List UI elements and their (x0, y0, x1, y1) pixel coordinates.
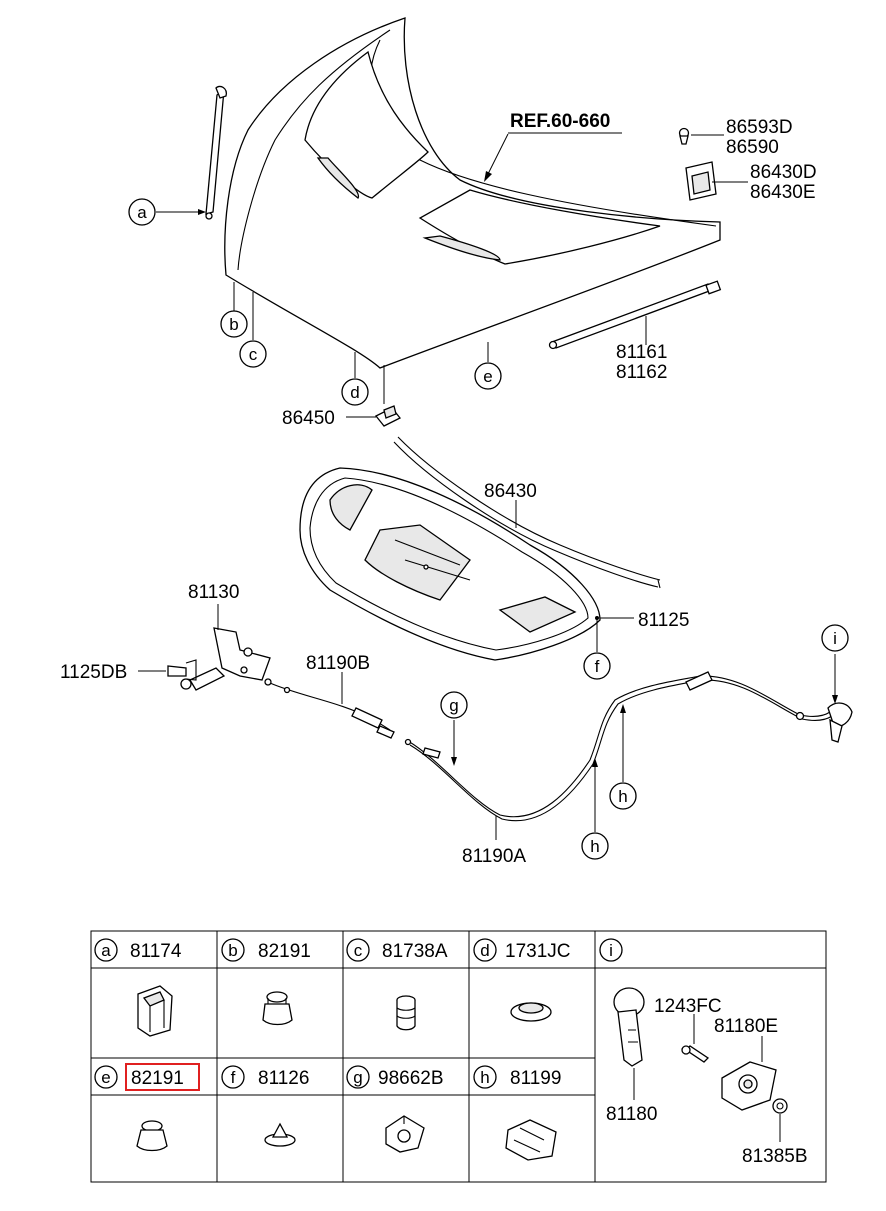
svg-text:d: d (480, 941, 489, 960)
i-part-1243FC: 1243FC (654, 996, 722, 1017)
callout-letter-i: i (833, 629, 837, 648)
svg-text:g: g (353, 1068, 362, 1087)
letter-callouts: a b c d e f g h h i (128, 198, 849, 860)
part-label-81162: 81162 (616, 362, 667, 383)
callout-letter-d: d (350, 383, 359, 402)
table-part-82191-e: 82191 (131, 1068, 184, 1089)
part-label-81130: 81130 (188, 582, 239, 603)
callout-letter-a: a (137, 203, 147, 222)
svg-text:i: i (609, 941, 613, 960)
svg-text:h: h (480, 1068, 489, 1087)
hood-panel (224, 17, 721, 369)
illustration-1731JC-grommet (510, 1002, 552, 1022)
callout-circle-a (128, 198, 156, 226)
cable-81190A (404, 671, 833, 822)
table-cell-e: e 82191 (94, 1063, 200, 1091)
callout-circle-h-left (581, 832, 609, 860)
part-label-81190B: 81190B (306, 653, 370, 674)
illustration-release-lever (613, 987, 645, 1067)
leader-lines (138, 132, 838, 840)
table-cell-g: g 98662B (346, 1065, 444, 1089)
svg-text:e: e (101, 1068, 110, 1087)
illustration-82191-bumper (262, 991, 293, 1026)
callout-circle-g (440, 691, 468, 719)
cable-81190B (264, 678, 395, 739)
table-cell-c: c 81738A (346, 938, 448, 962)
hood-bumper-86450 (374, 405, 402, 427)
callout-letter-h-right: h (618, 787, 627, 806)
illustration-bolt-1243FC (681, 1045, 710, 1063)
table-cell-a: a 81174 (94, 938, 182, 962)
illustration-81174-clip (137, 985, 173, 1037)
weatherstrip (393, 436, 661, 589)
table-part-81126: 81126 (258, 1068, 309, 1089)
i-part-81180: 81180 (606, 1104, 657, 1125)
part-label-86593D: 86593D (726, 117, 793, 138)
table-part-98662B: 98662B (378, 1068, 444, 1089)
part-label-81190A: 81190A (462, 846, 526, 867)
callout-letter-e: e (483, 367, 492, 386)
callout-circle-c (239, 340, 267, 368)
table-part-81174: 81174 (130, 941, 182, 962)
callout-letter-f: f (595, 657, 600, 676)
i-part-81385B: 81385B (742, 1146, 808, 1167)
hood-bumper-86430D (685, 161, 717, 201)
callout-letter-h-left: h (590, 837, 599, 856)
svg-text:b: b (228, 941, 237, 960)
table-part-1731JC: 1731JC (505, 941, 571, 962)
table-cell-d: d 1731JC (473, 938, 571, 962)
hood-latch (167, 627, 271, 691)
hood-clip-86593D (678, 127, 690, 145)
part-label-86430D: 86430D (750, 162, 817, 183)
callout-circle-f (583, 652, 611, 680)
illustration-housing-81180E (721, 1061, 777, 1111)
illustration-nut-81385B (772, 1098, 788, 1114)
part-label-86450: 86450 (282, 408, 335, 429)
i-cell-leaders (633, 1014, 781, 1142)
part-label-1125DB: 1125DB (60, 662, 127, 683)
callout-letter-g: g (449, 696, 458, 715)
callout-letter-b: b (229, 315, 238, 334)
callout-circle-d (341, 378, 369, 406)
illustration-81738A (396, 995, 416, 1031)
table-part-82191-b: 82191 (258, 941, 311, 962)
table-cell-i: i (599, 938, 623, 962)
hood-stay-rod (205, 85, 227, 220)
callout-circle-e (474, 362, 502, 390)
table-cell-b: b 82191 (221, 938, 311, 962)
callout-circle-h-right (609, 782, 637, 810)
table-part-81738A: 81738A (382, 941, 448, 962)
highlight-box (125, 1063, 200, 1091)
part-label-81161: 81161 (616, 342, 667, 363)
release-handle (827, 702, 853, 743)
gas-strut (548, 280, 722, 350)
parts-table (90, 930, 827, 1183)
callout-circle-i (821, 624, 849, 652)
illustration-98662B-clip (385, 1115, 425, 1153)
part-label-81125: 81125 (638, 610, 689, 631)
svg-text:a: a (101, 941, 111, 960)
svg-text:c: c (354, 941, 363, 960)
part-label-86590: 86590 (726, 137, 779, 158)
illustration-81199-holder (505, 1119, 557, 1161)
table-cell-h: h 81199 (473, 1065, 561, 1089)
hood-insulator (299, 467, 601, 661)
illustration-82191-bumper-e (136, 1120, 168, 1152)
part-label-86430E: 86430E (750, 182, 816, 203)
callout-circle-b (220, 310, 248, 338)
i-part-81180E: 81180E (714, 1016, 778, 1037)
callout-letter-c: c (249, 345, 258, 364)
table-cell-f: f 81126 (221, 1065, 309, 1089)
illustration-81126 (264, 1122, 296, 1147)
table-part-81199: 81199 (510, 1068, 561, 1089)
ref-label: REF.60-660 (510, 111, 610, 132)
svg-text:f: f (231, 1068, 236, 1087)
part-label-86430: 86430 (484, 481, 537, 502)
